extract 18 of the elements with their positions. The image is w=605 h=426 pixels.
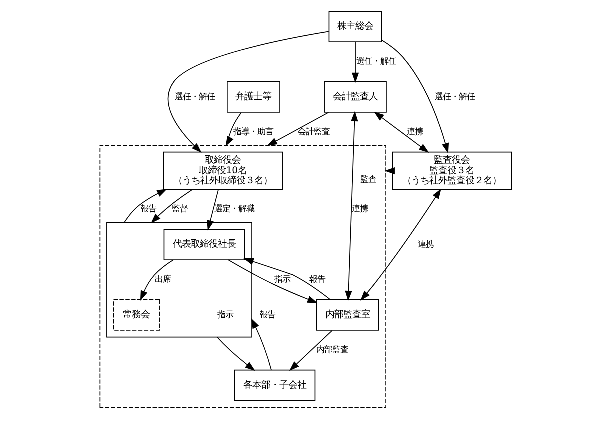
edge-label: 選任・解任 — [174, 91, 215, 102]
edge-label: 選任・解任 — [356, 56, 396, 66]
edge-label: 出席 — [154, 274, 171, 284]
edge-label: 報告 — [309, 274, 326, 284]
edge-label: 内部監査 — [316, 344, 349, 355]
edge-label: 連携 — [418, 238, 434, 249]
edge-label: 指導・助言 — [233, 126, 274, 137]
edge-label: 選任・解任 — [435, 91, 476, 102]
edge-label: 監督 — [172, 204, 188, 214]
edge-label: 選定・解職 — [214, 204, 255, 214]
edge-label: 報告 — [140, 204, 157, 214]
edge-label: 指示 — [274, 274, 291, 284]
edge-label: 報告 — [259, 309, 276, 320]
edge-label: 連携 — [352, 204, 368, 214]
edge-label: 連携 — [406, 126, 423, 137]
edge-label: 監査 — [360, 174, 377, 184]
edge-label: 会計監査 — [298, 126, 330, 137]
edge-label: 指示 — [218, 309, 234, 320]
